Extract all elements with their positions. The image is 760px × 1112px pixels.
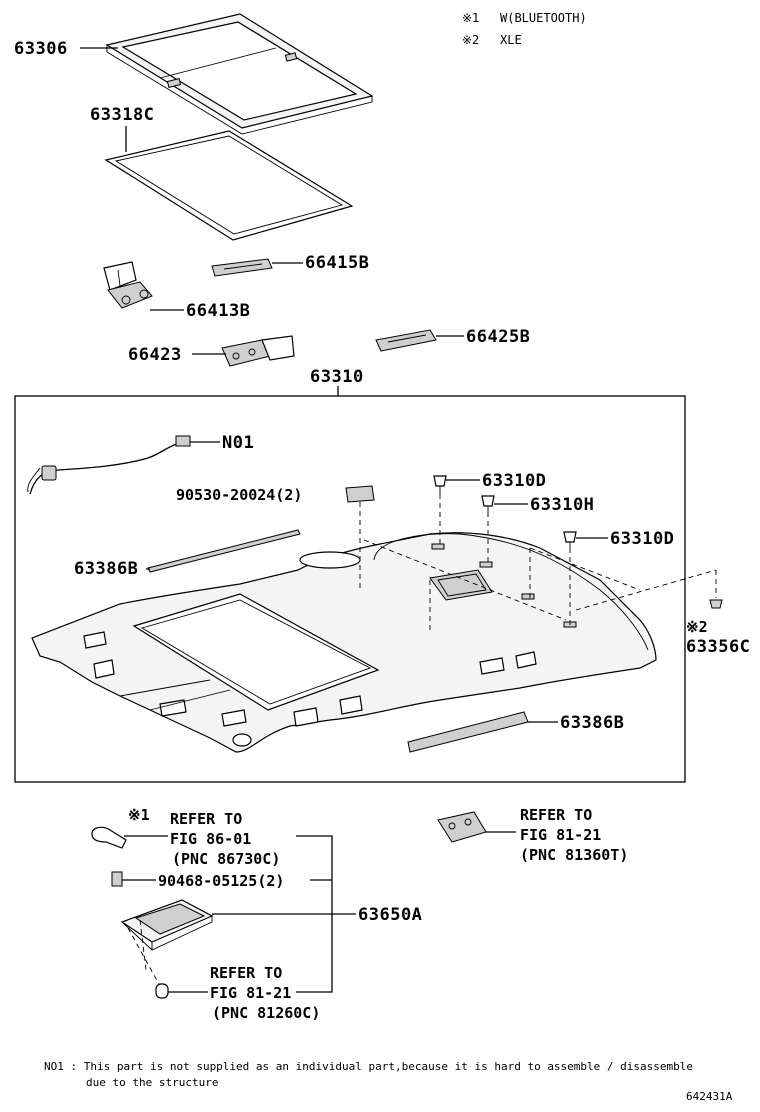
part-sunshade-panel	[105, 13, 374, 135]
ref1-line2: FIG 86-01	[170, 830, 251, 848]
label-63650a: 63650A	[358, 905, 422, 925]
legend: ※1 W(BLUETOOTH) ※2 XLE	[462, 11, 587, 47]
part-66415b	[211, 258, 273, 277]
ref3-line3: (PNC 81260C)	[212, 1004, 320, 1022]
ref1-line3: (PNC 86730C)	[172, 850, 280, 868]
part-rear-lamp	[437, 811, 487, 843]
part-66423	[221, 335, 295, 367]
part-63650a-console	[120, 899, 214, 951]
dashed-leaders	[359, 494, 717, 632]
part-63310d-clip-a	[433, 475, 447, 494]
label-66415b: 66415B	[305, 253, 369, 273]
ref2-line3: (PNC 81360T)	[520, 846, 628, 864]
part-weatherstrip-frame	[104, 130, 354, 241]
part-screw	[111, 871, 123, 887]
part-63386b-lower	[407, 711, 529, 753]
legend-mark-1: ※1	[462, 11, 479, 25]
part-headliner	[31, 532, 657, 753]
ref2-line1: REFER TO	[520, 806, 592, 824]
label-63310d-b: 63310D	[610, 529, 674, 549]
label-90530-20024: 90530-20024(2)	[176, 486, 302, 504]
legend-text-2: XLE	[500, 33, 522, 47]
label-63356c-mark: ※2	[686, 618, 708, 636]
ref3-line2: FIG 81-21	[210, 984, 291, 1002]
label-n01: N01	[222, 433, 254, 453]
part-63386b-upper	[147, 529, 301, 573]
screw-label: 90468-05125(2)	[158, 872, 284, 890]
label-63386b-a: 63386B	[74, 559, 138, 579]
part-map-lamp-bulb-holder	[91, 826, 127, 849]
label-63310h: 63310H	[530, 495, 594, 515]
part-63310h-clip	[481, 495, 495, 512]
ref1-mark: ※1	[128, 806, 150, 824]
headliner-assembly-box	[14, 395, 686, 783]
part-66413b	[103, 261, 153, 309]
part-n01-wire	[27, 435, 191, 495]
ref1-line1: REFER TO	[170, 810, 242, 828]
part-66425b	[375, 329, 437, 352]
label-63318c: 63318C	[90, 105, 154, 125]
part-bulb	[155, 983, 169, 999]
label-63310d-a: 63310D	[482, 471, 546, 491]
label-63306: 63306	[14, 39, 68, 59]
label-66425b: 66425B	[466, 327, 530, 347]
legend-text-1: W(BLUETOOTH)	[500, 11, 587, 25]
part-63310d-clip-b	[563, 531, 577, 548]
label-63356c: 63356C	[686, 637, 750, 657]
label-63386b-b: 63386B	[560, 713, 624, 733]
footnote-line1: NO1 : This part is not supplied as an in…	[44, 1060, 693, 1073]
figure-id: 642431A	[686, 1090, 733, 1103]
label-66413b: 66413B	[186, 301, 250, 321]
label-66423: 66423	[128, 345, 182, 365]
ref2-line2: FIG 81-21	[520, 826, 601, 844]
footnote-line2: due to the structure	[86, 1076, 218, 1089]
part-90530-pad	[345, 485, 375, 503]
part-63356c	[709, 599, 723, 609]
legend-mark-2: ※2	[462, 33, 479, 47]
ref3-line1: REFER TO	[210, 964, 282, 982]
label-63310: 63310	[310, 367, 364, 387]
